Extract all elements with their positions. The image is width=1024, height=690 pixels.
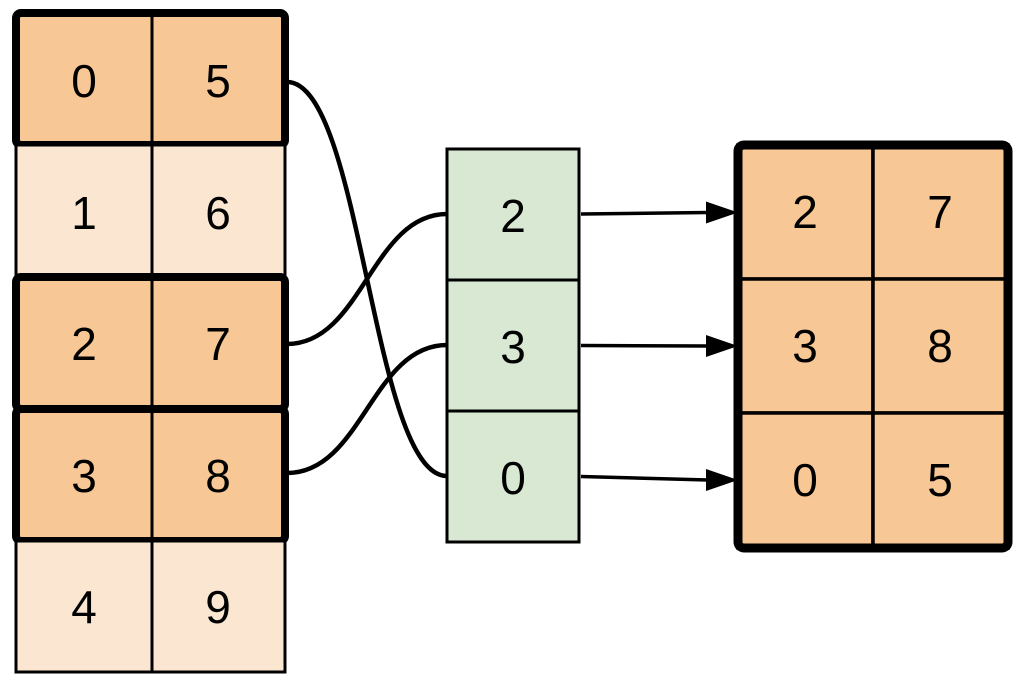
source-cell-r0c0 [14, 11, 154, 147]
result-cell-r1c0 [736, 277, 875, 415]
arrow-shaft [580, 343, 709, 348]
arrowhead-icon [706, 335, 738, 357]
index-cell-2 [445, 409, 581, 544]
arrow-index2-to-result2 [580, 469, 738, 491]
source-value: 3 [71, 450, 97, 502]
connector-row3-to-index3 [286, 342, 448, 476]
arrowhead-icon [706, 201, 738, 224]
source-row-0: 0 5 [12, 9, 289, 149]
source-value: 0 [71, 55, 97, 107]
index-to-result-arrows [580, 201, 738, 491]
source-cell-r2c1 [150, 275, 287, 411]
source-value: 4 [71, 581, 97, 633]
source-cell-r3c0 [14, 407, 154, 543]
source-cell-r4c0 [14, 539, 154, 674]
source-row-4: 4 9 [14, 539, 287, 674]
source-cell-r0c1 [150, 11, 287, 147]
source-value: 7 [205, 318, 231, 370]
source-cell-r1c1 [150, 143, 287, 279]
source-value: 2 [71, 318, 97, 370]
source-value: 6 [205, 187, 231, 239]
source-row-3: 3 8 [12, 405, 289, 545]
arrowhead-icon [706, 469, 738, 491]
result-value: 5 [927, 454, 953, 506]
index-value: 3 [500, 321, 526, 373]
result-table-outline [733, 140, 1013, 553]
source-cell-r4c1 [150, 539, 287, 674]
arrow-index1-to-result1 [580, 335, 738, 357]
source-to-index-connectors [286, 79, 448, 479]
source-value: 5 [205, 55, 231, 107]
source-table: 0 5 1 6 2 7 3 8 [12, 9, 289, 674]
source-row-2: 2 7 [12, 273, 289, 413]
result-cell-r2c0 [736, 411, 875, 550]
result-value: 0 [792, 454, 818, 506]
source-value: 8 [205, 450, 231, 502]
result-value: 8 [927, 320, 953, 372]
arrow-index0-to-result0 [580, 201, 738, 224]
index-value: 2 [500, 190, 526, 242]
connector-row2-to-index2 [286, 211, 448, 347]
result-value: 2 [792, 186, 818, 238]
arrow-shaft [580, 210, 709, 216]
result-cell-r2c1 [871, 411, 1010, 550]
result-value: 7 [927, 186, 953, 238]
index-cell-1 [445, 278, 581, 413]
index-cell-0 [445, 147, 581, 282]
arrow-shaft [580, 474, 709, 482]
result-table: 2 7 3 8 0 5 [733, 140, 1013, 553]
index-column: 2 3 0 [445, 147, 581, 544]
result-value: 3 [792, 320, 818, 372]
source-value: 1 [71, 187, 97, 239]
index-value: 0 [500, 452, 526, 504]
result-cell-r0c1 [871, 143, 1010, 281]
source-row-1: 1 6 [14, 143, 287, 279]
source-value: 9 [205, 581, 231, 633]
